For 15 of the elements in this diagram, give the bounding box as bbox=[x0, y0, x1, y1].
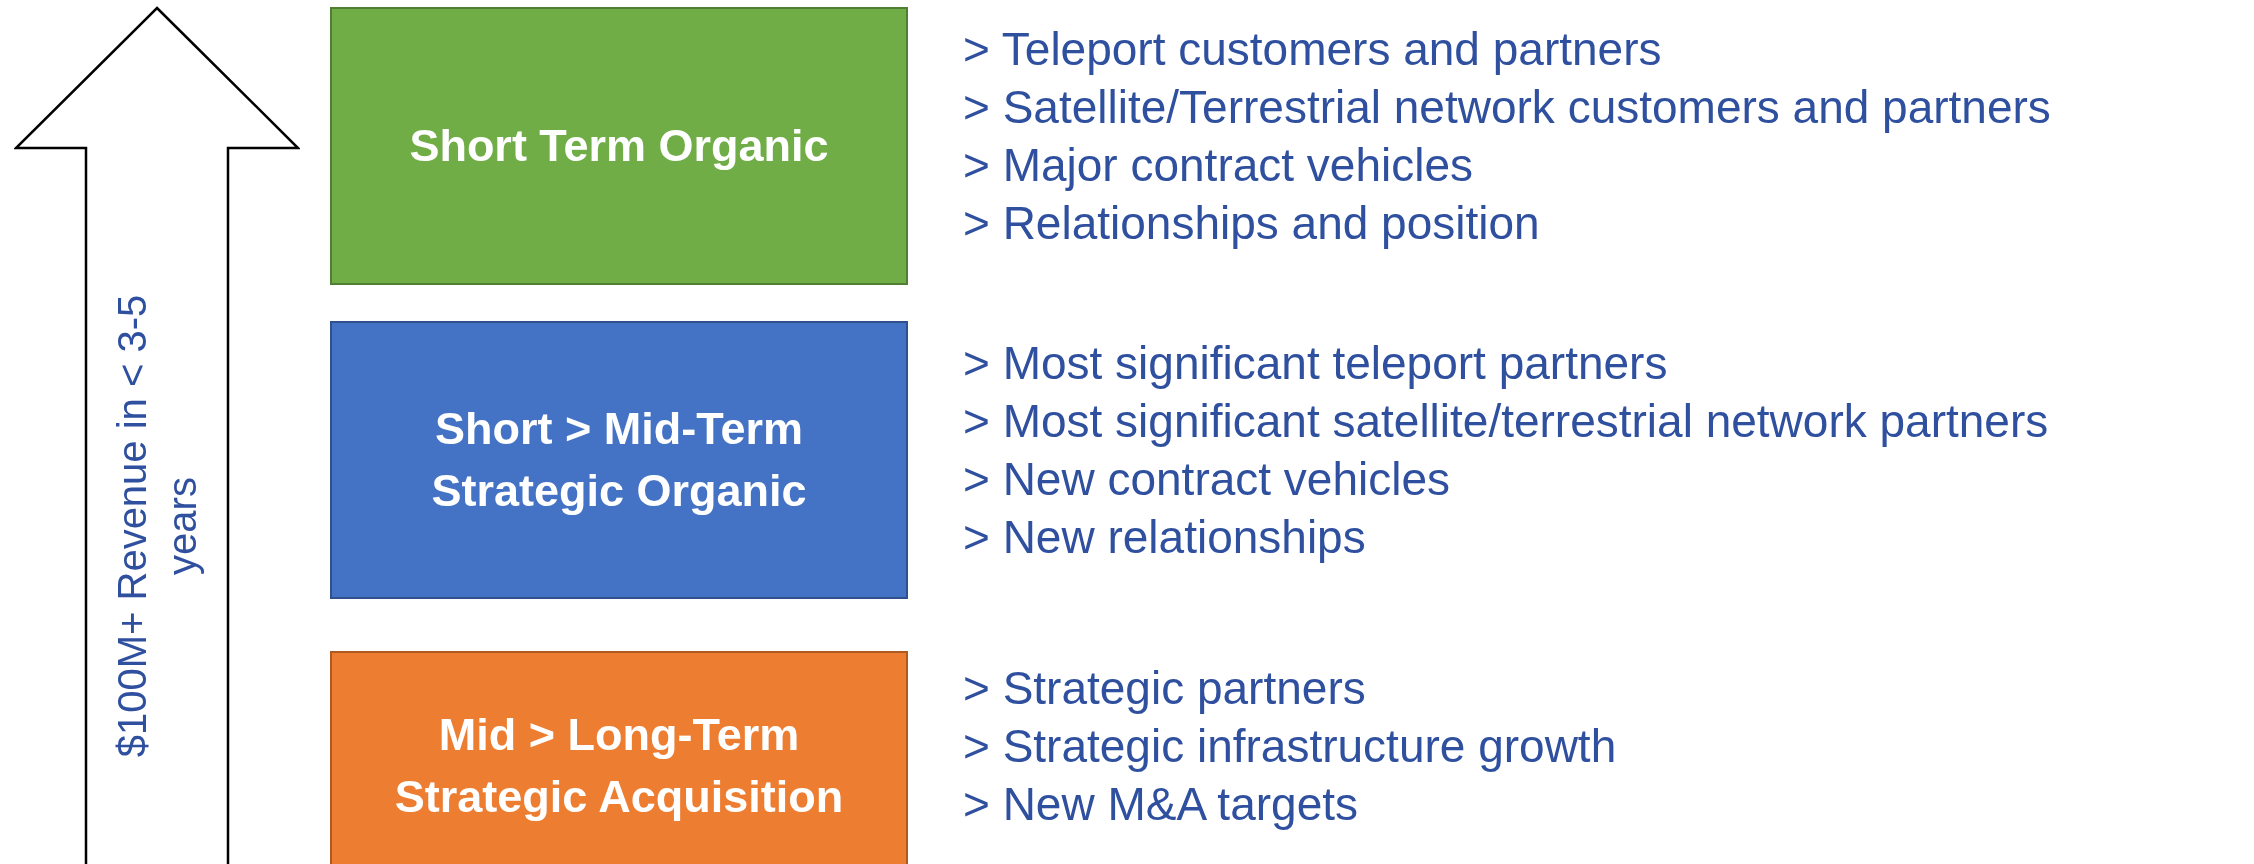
bullet-item: > New relationships bbox=[963, 510, 1366, 565]
term-box: Short Term Organic bbox=[330, 7, 908, 285]
arrow-label: $100M+ Revenue in < 3-5 years bbox=[109, 293, 205, 760]
bullet-item: > Strategic infrastructure growth bbox=[963, 719, 1617, 774]
bullet-item: > Teleport customers and partners bbox=[963, 22, 1662, 77]
bullet-item: > New M&A targets bbox=[963, 777, 1358, 832]
bullet-item: > Major contract vehicles bbox=[963, 138, 1474, 193]
term-box: Short > Mid-Term Strategic Organic bbox=[330, 321, 908, 599]
bullet-item: > Relationships and position bbox=[963, 196, 1540, 251]
bullet-item: > Most significant teleport partners bbox=[963, 336, 1668, 391]
bullet-item: > New contract vehicles bbox=[963, 452, 1451, 507]
bullet-item: > Most significant satellite/terrestrial network partners bbox=[963, 394, 2049, 449]
bullet-item: > Satellite/Terrestrial network customers and partners bbox=[963, 80, 2051, 135]
bullet-item: > Strategic partners bbox=[963, 661, 1366, 716]
term-box: Mid > Long-Term Strategic Acquisition bbox=[330, 651, 908, 864]
